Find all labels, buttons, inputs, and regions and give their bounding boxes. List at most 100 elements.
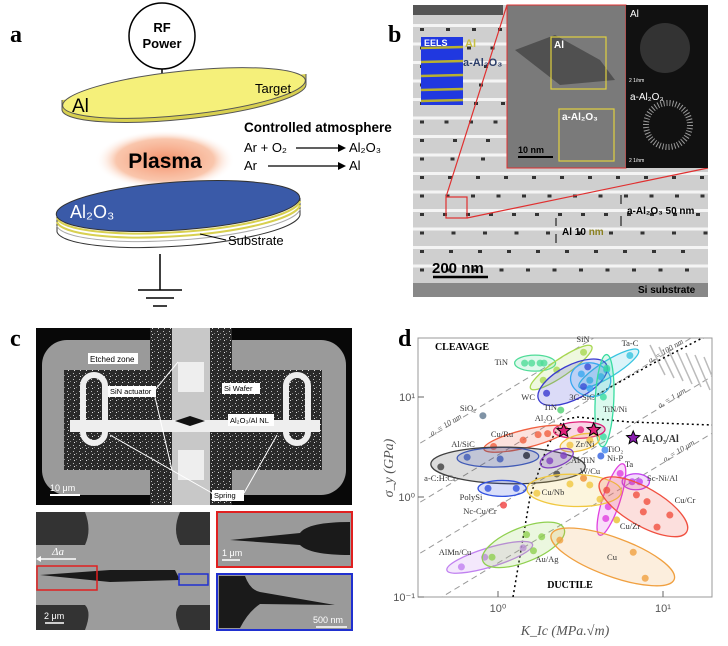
spring-label: Spring [214,491,236,500]
data-point [543,389,551,397]
data-point [560,452,568,460]
data-point [546,457,554,465]
reaction1-product: Al₂O₃ [349,140,381,155]
crack-length-line [418,338,693,505]
data-point [643,498,651,506]
group-envelope [594,353,615,448]
si-wafer-label: Si Wafer [224,384,253,393]
substrate-label: Substrate [228,233,284,248]
data-point [599,433,607,441]
y-tick-label: 10⁰ [398,492,415,504]
plasma-glow [95,130,235,190]
data-point [603,364,611,372]
y-tick-label: 10⁻¹ [393,592,415,604]
star-marker [555,422,572,438]
target-disc [61,67,307,123]
fft-al2o3-label: a-Al₂O₃ [630,92,664,103]
deposit-label: Al₂O₃ [70,202,114,222]
group-label: SiO₂ [460,403,476,413]
blue-inset-scale-bar: 500 nm [313,615,343,625]
group-label: WC [521,392,535,402]
y-axis-label: σ_y (GPa) [382,438,397,497]
data-point [580,474,588,482]
data-point [653,523,661,531]
group-label: Al/TiN [571,455,595,465]
data-point [596,495,604,503]
eels-label: EELS [424,38,448,48]
data-point [586,436,594,444]
group-label: Cu/Ru [491,429,514,439]
data-point [534,431,542,439]
data-point [484,484,492,492]
hatch-line [713,359,728,396]
etched-zone-label: Etched zone [90,355,135,364]
hrtem-al-label: Al [554,40,564,51]
data-point [553,366,561,374]
data-point [512,484,520,492]
reaction1-reactants: Ar + O₂ [244,140,287,155]
x-tick-label: 10¹ [655,603,671,615]
data-point [599,393,607,401]
rf-power-label-line1: RF [153,20,170,35]
tem-scale-bar: 200 nm [432,260,484,277]
data-point [437,463,445,471]
group-label: 3C-SiC [569,392,595,402]
panel-a-sputtering-schematic: RF Power Al Target Plasma Controlled atm… [55,2,392,307]
data-point [496,455,504,463]
crack-scale-bar: 2 μm [44,611,64,621]
panel-label-b: b [388,22,401,48]
data-point [580,348,588,356]
hrtem-inset [506,4,627,169]
data-point [463,453,471,461]
group-label: TiN [544,402,557,412]
crack-extension-label: Δa [51,546,64,558]
panel-label-a: a [10,22,22,48]
data-point [577,370,585,378]
al2o3-layer-thickness: a-Al₂O₃ 50 nm [627,206,695,217]
hatch-line [703,356,712,379]
data-point [629,548,637,556]
group-label: Cu/Zr [620,521,640,531]
hatch-line [658,346,675,379]
group-label: PolySi [460,492,483,502]
sin-actuator-label: SiN actuator [110,387,152,396]
hatch-line [667,348,684,382]
data-point [519,544,527,552]
al-layer-thickness: Al 10 nm [562,227,604,238]
group-label: TiN [495,357,508,367]
data-point [632,491,640,499]
ground-icon [138,289,182,307]
data-point [586,376,594,384]
target-label: Target [255,81,292,96]
data-point [601,446,609,454]
panel-label-d: d [398,326,412,352]
group-label: a-C:H:Cr [424,473,456,483]
fft-al-scale: 2 1/nm [629,78,644,84]
group-label: Au/Ag [535,554,559,564]
si-substrate-label: Si substrate [638,285,696,296]
data-point [586,384,594,392]
group-label: W/Cu [580,466,601,476]
data-point [580,383,588,391]
data-point [597,452,605,460]
eels-al2o3-label: a-Al₂O₃ [463,57,502,69]
data-point [666,511,674,519]
x-tick-label: 10⁰ [490,603,507,615]
group-label: Cu/Nb [542,487,565,497]
hatch-line [649,344,666,376]
region-label: CLEAVAGE [435,342,489,353]
group-label: Ta-C [622,338,639,348]
data-point [533,489,541,497]
group-envelope [537,358,608,407]
hrtem-scale-bar: 10 nm [518,145,544,155]
data-point [519,436,527,444]
arrow-right-icon [338,144,346,152]
data-point [538,533,546,541]
data-point [521,359,529,367]
x-axis-label: K_Ic (MPa.√m) [520,624,610,639]
region-label: DUCTILE [547,580,593,591]
data-point [523,531,531,539]
group-label: Ni-P [607,453,623,463]
panel-c-sem-device: Etched zone SiN actuator Si Wafer Al₂O₃/… [36,328,353,631]
